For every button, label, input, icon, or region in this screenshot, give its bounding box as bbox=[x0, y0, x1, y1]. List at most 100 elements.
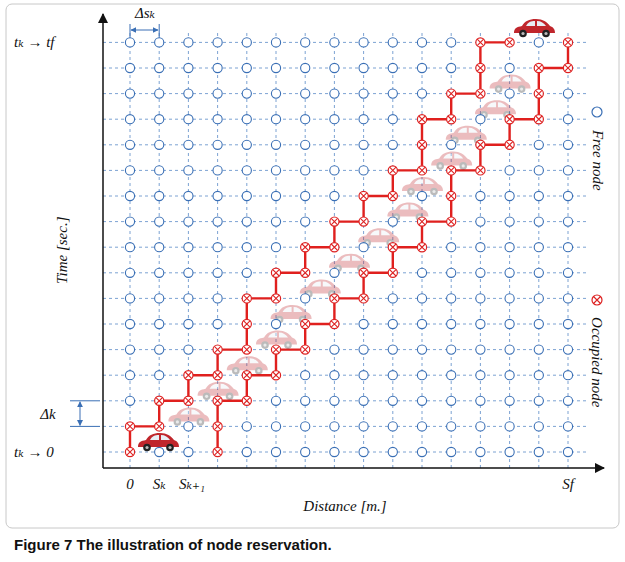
dashed-grid bbox=[103, 30, 588, 468]
occupied-node bbox=[125, 447, 134, 456]
grid-line bbox=[103, 144, 588, 145]
legend-text: Occupied node bbox=[589, 317, 606, 407]
time-axis bbox=[102, 14, 104, 468]
free-node bbox=[155, 166, 164, 175]
free-node bbox=[213, 294, 222, 303]
axis-title: Distance [m.] bbox=[303, 498, 386, 515]
occupied-node bbox=[388, 191, 397, 200]
free-node bbox=[155, 191, 164, 200]
occupied-node bbox=[242, 371, 251, 380]
occupied-node bbox=[388, 243, 397, 252]
free-node bbox=[388, 115, 397, 124]
occupied-node bbox=[417, 115, 426, 124]
occupied-node bbox=[563, 63, 572, 72]
grid-line bbox=[103, 247, 588, 248]
occupied-node bbox=[505, 140, 514, 149]
free-node bbox=[417, 396, 426, 405]
free-node bbox=[125, 294, 134, 303]
free-node bbox=[213, 38, 222, 47]
free-node bbox=[155, 319, 164, 328]
free-node bbox=[242, 38, 251, 47]
free-node bbox=[125, 396, 134, 405]
free-node bbox=[534, 371, 543, 380]
occupied-node-cross bbox=[273, 346, 279, 352]
free-node bbox=[155, 89, 164, 98]
occupied-node-cross bbox=[506, 39, 512, 45]
occupied-node-cross bbox=[419, 218, 425, 224]
free-node bbox=[330, 447, 339, 456]
free-node bbox=[447, 447, 456, 456]
free-node bbox=[271, 243, 280, 252]
free-node bbox=[534, 396, 543, 405]
free-node bbox=[476, 115, 485, 124]
grid-line bbox=[103, 196, 588, 197]
free-node bbox=[417, 268, 426, 277]
free-node bbox=[242, 243, 251, 252]
free-node bbox=[125, 115, 134, 124]
distance-axis bbox=[103, 467, 604, 469]
free-node bbox=[359, 243, 368, 252]
free-node bbox=[359, 89, 368, 98]
occupied-node bbox=[301, 319, 310, 328]
occupied-node bbox=[213, 345, 222, 354]
free-node bbox=[184, 294, 193, 303]
free-node bbox=[447, 422, 456, 431]
free-node bbox=[417, 38, 426, 47]
occupied-node-cross bbox=[360, 193, 366, 199]
free-node bbox=[563, 268, 572, 277]
free-node bbox=[330, 422, 339, 431]
free-node bbox=[563, 140, 572, 149]
occupied-node bbox=[155, 396, 164, 405]
free-node bbox=[417, 89, 426, 98]
occupied-node-cross bbox=[477, 142, 483, 148]
occupied-node-cross bbox=[565, 65, 571, 71]
time-end-label: tₖ → tf bbox=[14, 34, 54, 51]
free-node bbox=[125, 345, 134, 354]
occupied-node-cross bbox=[156, 398, 162, 404]
free-node bbox=[330, 166, 339, 175]
free-node bbox=[184, 63, 193, 72]
occupied-node bbox=[359, 217, 368, 226]
free-node bbox=[242, 115, 251, 124]
free-node bbox=[125, 140, 134, 149]
free-node bbox=[563, 89, 572, 98]
free-node bbox=[184, 115, 193, 124]
occupied-node-cross bbox=[390, 270, 396, 276]
free-node bbox=[505, 294, 514, 303]
free-node bbox=[359, 371, 368, 380]
occupied-node-cross bbox=[419, 142, 425, 148]
occupied-node bbox=[242, 345, 251, 354]
free-node bbox=[359, 38, 368, 47]
free-node bbox=[242, 217, 251, 226]
free-node bbox=[534, 294, 543, 303]
free-node bbox=[388, 140, 397, 149]
free-node bbox=[213, 217, 222, 226]
occupied-node bbox=[417, 140, 426, 149]
occupied-node-cross bbox=[506, 116, 512, 122]
free-node bbox=[447, 140, 456, 149]
occupied-node-cross bbox=[185, 398, 191, 404]
occupied-node-cross bbox=[244, 295, 250, 301]
free-node bbox=[301, 396, 310, 405]
free-node bbox=[271, 115, 280, 124]
free-node bbox=[447, 345, 456, 354]
occupied-node-cross bbox=[214, 449, 220, 455]
occupied-node bbox=[213, 447, 222, 456]
free-node bbox=[125, 89, 134, 98]
free-node bbox=[359, 396, 368, 405]
occupied-node-cross bbox=[419, 116, 425, 122]
occupied-node-cross bbox=[448, 116, 454, 122]
free-node bbox=[476, 243, 485, 252]
occupied-node-cross bbox=[506, 142, 512, 148]
occupied-node bbox=[505, 38, 514, 47]
free-node bbox=[476, 345, 485, 354]
figure-caption: Figure 7 The illustration of node reserv… bbox=[14, 537, 332, 554]
occupied-node-cross bbox=[536, 65, 542, 71]
free-node bbox=[388, 217, 397, 226]
free-node bbox=[213, 140, 222, 149]
free-node bbox=[563, 319, 572, 328]
occupied-node-sample bbox=[592, 295, 602, 305]
free-node bbox=[534, 243, 543, 252]
grid-line bbox=[103, 170, 588, 171]
